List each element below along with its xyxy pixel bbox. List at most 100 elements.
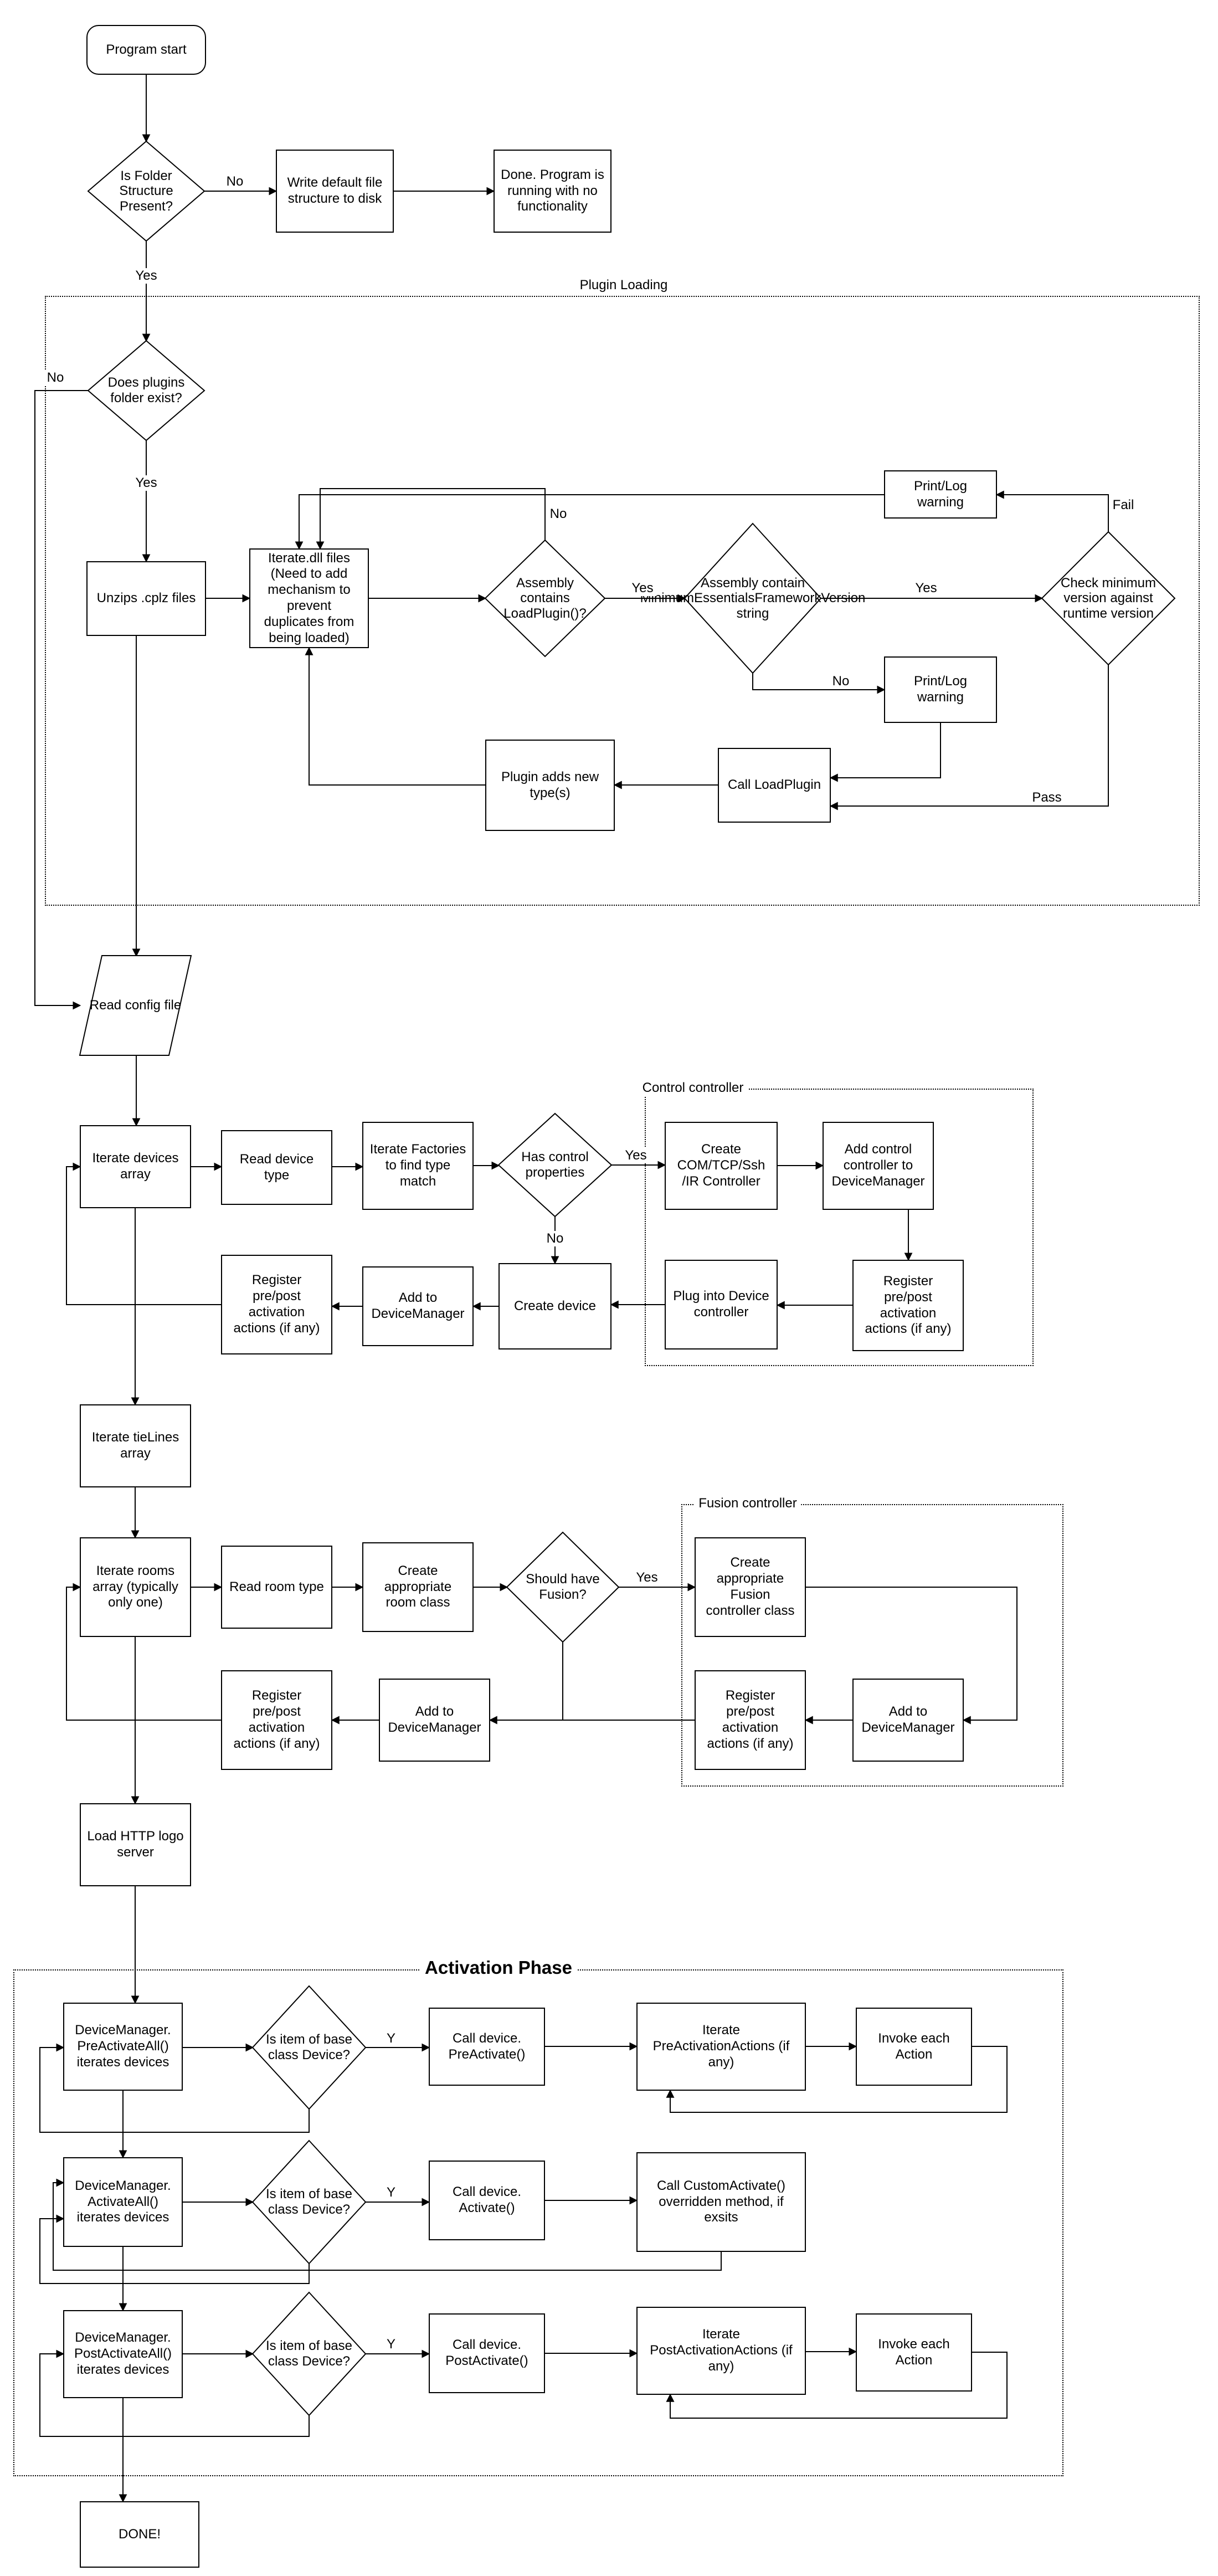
connector (39, 2349, 310, 2437)
fusion-controller-container (681, 1504, 1063, 1787)
node-create-controller: Create COM/TCP/Ssh /IR Controller (665, 1122, 778, 1210)
edge-label-control-no: No (543, 1231, 567, 1246)
connector (829, 723, 941, 782)
edge-label-fusion-yes: Yes (633, 1570, 661, 1585)
node-done-no-functionality: Done. Program is running with no functio… (494, 150, 611, 233)
connector (34, 390, 88, 1010)
label-check-min-version: Check minimum version against runtime ve… (1060, 575, 1157, 621)
node-iterate-preactivationactions: Iterate PreActivationActions (if any) (636, 2003, 806, 2091)
node-load-http-logo-server: Load HTTP logo server (80, 1803, 191, 1886)
edge-label-checkver-fail: Fail (1109, 497, 1137, 513)
label-has-control-properties: Has control properties (521, 1150, 589, 1180)
node-read-device-type: Read device type (221, 1130, 332, 1205)
edge-label-loadplugin-yes: Yes (629, 581, 656, 596)
parallelogram-read-config (79, 955, 192, 1056)
node-dm-activateall: DeviceManager. ActivateAll() iterates de… (63, 2157, 183, 2247)
node-iterate-postactivationactions: Iterate PostActivationActions (if any) (636, 2307, 806, 2395)
label-plugins-folder-check: Does plugins folder exist? (107, 375, 185, 406)
connector (806, 1587, 1017, 1725)
diamond-assembly-loadplugin (484, 539, 606, 658)
node-register-device-actions: Register pre/post activation actions (if… (221, 1255, 332, 1354)
connector (829, 665, 1109, 810)
label-is-base-device-act: Is item of base class Device? (265, 2187, 353, 2217)
node-register-control-actions: Register pre/post activation actions (if… (852, 1260, 964, 1351)
node-call-preactivate: Call device. PreActivate() (429, 2008, 545, 2086)
connector (295, 494, 884, 550)
node-iterate-factories: Iterate Factories to find type match (362, 1122, 474, 1210)
node-call-activate: Call device. Activate() (429, 2161, 545, 2240)
diamond-plugins-folder-check (87, 340, 205, 442)
edge-label-base-pre-y: Y (383, 2031, 399, 2046)
connector (666, 2352, 1008, 2419)
connector (752, 673, 886, 694)
node-plugin-adds-types: Plugin adds new type(s) (485, 740, 615, 831)
edge-label-base-act-y: Y (383, 2185, 399, 2200)
diamond-is-base-device-act (251, 2139, 367, 2265)
edge-label-folder-yes: Yes (132, 268, 160, 284)
connector (666, 2046, 1008, 2113)
control-controller-label: Control controller (638, 1080, 748, 1096)
node-call-postactivate: Call device. PostActivate() (429, 2313, 545, 2393)
control-controller-container (645, 1089, 1034, 1366)
node-register-fusion-actions: Register pre/post activation actions (if… (695, 1670, 806, 1770)
node-register-room-actions: Register pre/post activation actions (if… (221, 1670, 332, 1770)
diamond-assembly-minver (683, 522, 822, 674)
node-warn-fail: Print/Log warning (884, 470, 997, 519)
node-create-device: Create device (498, 1263, 611, 1349)
node-call-loadplugin: Call LoadPlugin (718, 748, 831, 823)
plugin-loading-label: Plugin Loading (575, 278, 672, 293)
connector (39, 2214, 310, 2284)
diamond-has-control-properties (497, 1112, 613, 1218)
edge-label-folder-no: No (223, 174, 246, 189)
node-program-start: Program start (86, 25, 206, 75)
connector (66, 1162, 221, 1305)
connector (66, 1583, 221, 1721)
connector (995, 490, 1109, 532)
fusion-controller-label: Fusion controller (694, 1496, 801, 1511)
edge-label-checkver-pass: Pass (1029, 790, 1065, 805)
node-call-customactivate: Call CustomActivate() overridden method,… (636, 2152, 806, 2252)
plugin-loading-container (45, 296, 1200, 906)
node-create-fusion-class: Create appropriate Fusion controller cla… (695, 1537, 806, 1637)
diamond-check-min-version (1041, 531, 1176, 666)
diamond-folder-check (87, 140, 205, 242)
label-is-base-device-post: Is item of base class Device? (265, 2338, 353, 2369)
node-add-room-to-dm: Add to DeviceManager (379, 1679, 490, 1762)
edge-label-base-post-y: Y (383, 2337, 399, 2352)
connector (39, 2043, 310, 2133)
activation-phase-title: Activation Phase (420, 1957, 577, 1978)
node-add-fusion-to-dm: Add to DeviceManager (852, 1679, 964, 1762)
diamond-is-base-device-pre (251, 1985, 367, 2110)
node-dm-postactivateall: DeviceManager. PostActivateAll() iterate… (63, 2310, 183, 2398)
connector (53, 2178, 722, 2271)
label-read-config: Read config file (89, 998, 182, 1013)
node-plug-into-device: Plug into Device controller (665, 1260, 778, 1349)
node-add-control-controller: Add control controller to DeviceManager (823, 1122, 934, 1210)
node-iterate-tielines: Iterate tieLines array (80, 1404, 191, 1487)
connector (316, 488, 546, 550)
node-write-default-structure: Write default file structure to disk (276, 150, 394, 233)
connector (305, 646, 485, 786)
node-dm-preactivateall: DeviceManager. PreActivateAll() iterates… (63, 2003, 183, 2091)
node-unzip-cplz: Unzips .cplz files (86, 561, 206, 636)
label-folder-check: Is Folder Structure Present? (119, 168, 173, 214)
node-invoke-each-action-post: Invoke each Action (856, 2313, 972, 2392)
label-is-base-device-pre: Is item of base class Device? (265, 2032, 353, 2062)
node-done: DONE! (80, 2501, 199, 2568)
edge-label-plugins-no: No (44, 370, 67, 386)
diamond-is-base-device-post (251, 2291, 367, 2416)
diamond-should-have-fusion (506, 1531, 620, 1643)
label-should-have-fusion: Should have Fusion? (526, 1572, 600, 1602)
node-iterate-devices: Iterate devices array (80, 1125, 191, 1208)
node-read-room-type: Read room type (221, 1546, 332, 1629)
label-assembly-loadplugin: Assembly contains LoadPlugin()? (503, 575, 587, 621)
node-warn-missing: Print/Log warning (884, 656, 997, 723)
node-iterate-dll: Iterate.dll files (Need to add mechanism… (249, 548, 369, 648)
edge-label-loadplugin-no: No (547, 506, 570, 522)
node-create-room-class: Create appropriate room class (362, 1542, 474, 1632)
label-assembly-minver: Assembly contain MinimumEssentialsFramew… (640, 575, 866, 621)
edge-label-plugins-yes: Yes (132, 475, 160, 491)
node-add-device-to-dm: Add to DeviceManager (362, 1266, 474, 1346)
